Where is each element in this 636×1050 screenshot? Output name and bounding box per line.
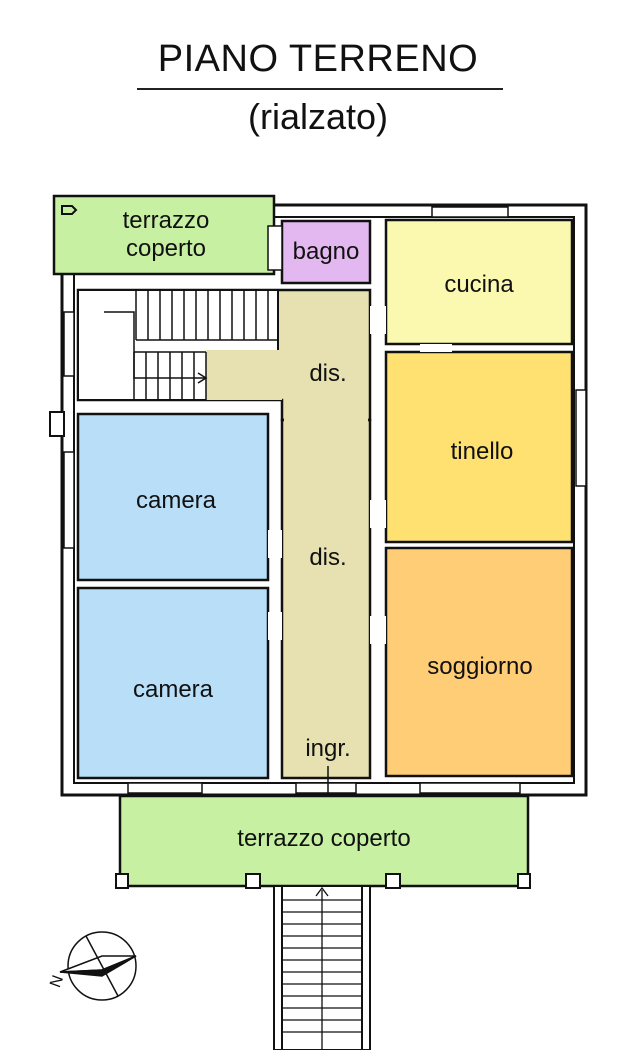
external-stair-treads: [282, 886, 362, 1050]
label-dis-upper: dis.: [309, 360, 346, 387]
label-dis-lower: dis.: [309, 544, 346, 571]
room-cucina: [384, 218, 574, 346]
label-terrazzo-top-line: terrazzo: [123, 207, 210, 234]
label-cucina: cucina: [444, 271, 514, 298]
room-terrazzo-front: [118, 794, 530, 888]
room-terrazzo-top: [52, 194, 276, 276]
label-tinello: tinello: [451, 438, 514, 465]
label-camera-lower: camera: [133, 676, 214, 703]
gutter-icon: [61, 205, 78, 215]
label-bagno: bagno: [293, 238, 360, 265]
room-bagno: [280, 219, 372, 285]
room-camera-lower: [76, 586, 270, 780]
stair-treads: [104, 290, 278, 400]
plan-subtitle: (rialzato): [247, 96, 389, 137]
title-underline: [137, 88, 503, 90]
plan-title: PIANO TERRENO: [157, 38, 479, 80]
wall-notch: [49, 411, 65, 437]
room-dis-join: [284, 398, 368, 424]
label-ingr: ingr.: [305, 735, 350, 762]
label-camera-upper: camera: [136, 487, 217, 514]
hall-fill-under-stair: [206, 350, 282, 400]
room-dis-lower: [280, 418, 372, 780]
label-terrazzo-front: terrazzo coperto: [237, 825, 410, 852]
room-camera-upper: [76, 412, 270, 582]
compass-icon: [59, 931, 137, 1001]
door-openings: [268, 306, 452, 644]
terrace-pillars: [115, 873, 531, 889]
label-soggiorno: soggiorno: [427, 653, 532, 680]
compass-north-label: N: [47, 973, 67, 990]
room-soggiorno: [384, 546, 574, 778]
room-tinello: [384, 350, 574, 544]
label-terrazzo-top-line: coperto: [126, 235, 206, 262]
windows: [63, 206, 587, 794]
